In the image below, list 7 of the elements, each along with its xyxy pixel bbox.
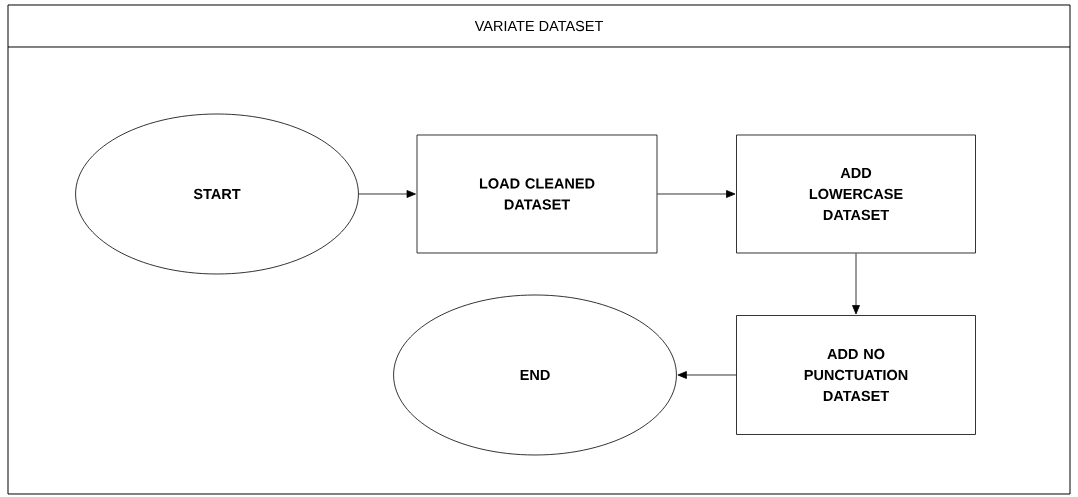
arrow: [657, 190, 736, 198]
arrow: [358, 190, 416, 198]
arrow: [677, 371, 737, 379]
process-box: ADD NO PUNCTUATION DATASET: [736, 315, 976, 435]
process-box: LOAD CLEANED DATASET: [416, 134, 658, 254]
process-box: ADD LOWERCASE DATASET: [736, 134, 976, 254]
arrow: [852, 253, 860, 315]
